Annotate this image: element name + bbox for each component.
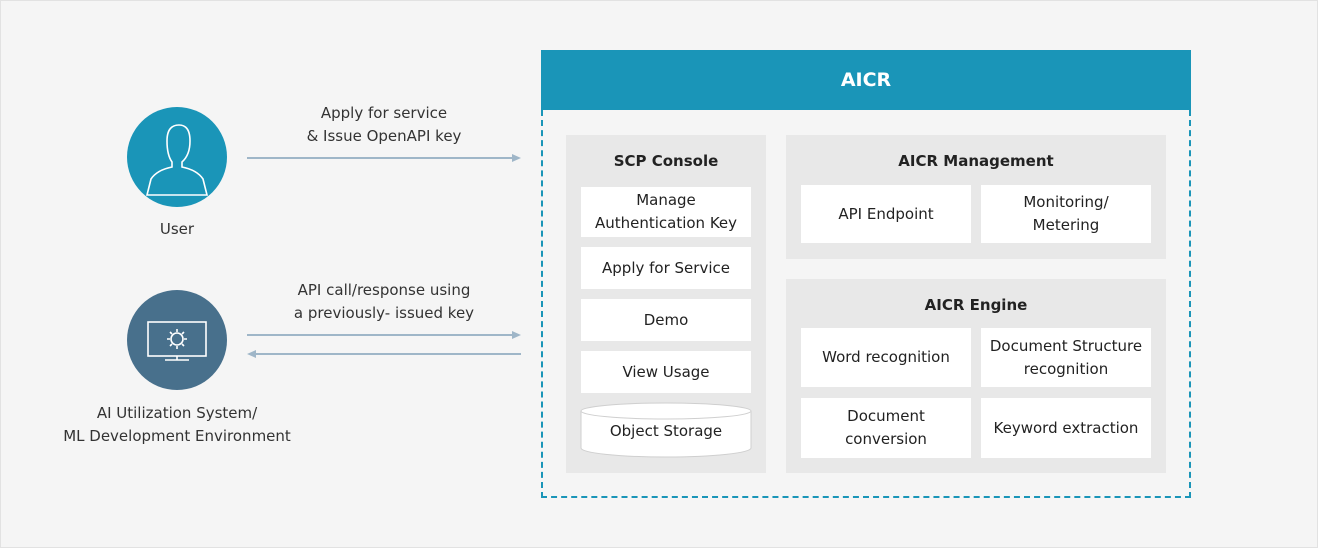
aicr-title: AICR xyxy=(541,50,1191,110)
apply-arrow-head xyxy=(512,154,521,162)
system-avatar xyxy=(127,290,227,390)
document-conversion-box: Document conversion xyxy=(801,398,971,458)
scp-console-title: SCP Console xyxy=(613,152,719,170)
api-call-arrow-label: API call/response using a previously- is… xyxy=(293,281,475,322)
word-recognition-box: Word recognition xyxy=(801,328,971,387)
object-storage-label: Object Storage xyxy=(609,421,723,440)
api-response-arrow-head xyxy=(247,350,256,358)
api-request-arrow-head xyxy=(512,331,521,339)
user-avatar xyxy=(127,107,227,207)
view-usage-box: View Usage xyxy=(581,351,751,393)
aicr-container xyxy=(541,110,1191,498)
system-label: AI Utilization System/ ML Development En… xyxy=(63,404,291,445)
user-label: User xyxy=(159,220,195,238)
document-structure-recognition-box: Document Structure recognition xyxy=(981,328,1151,387)
api-endpoint-box: API Endpoint xyxy=(801,185,971,243)
apply-arrow-label: Apply for service & Issue OpenAPI key xyxy=(306,104,462,145)
demo-box: Demo xyxy=(581,299,751,341)
manage-auth-key-box: Manage Authentication Key xyxy=(581,187,751,237)
aicr-management-title: AICR Management xyxy=(898,152,1054,170)
object-storage-cylinder xyxy=(580,402,752,458)
monitoring-metering-box: Monitoring/ Metering xyxy=(981,185,1151,243)
aicr-engine-title: AICR Engine xyxy=(924,296,1028,314)
apply-for-service-box: Apply for Service xyxy=(581,247,751,289)
user-icon xyxy=(145,124,209,196)
keyword-extraction-box: Keyword extraction xyxy=(981,398,1151,458)
monitor-gear-icon xyxy=(147,321,207,361)
